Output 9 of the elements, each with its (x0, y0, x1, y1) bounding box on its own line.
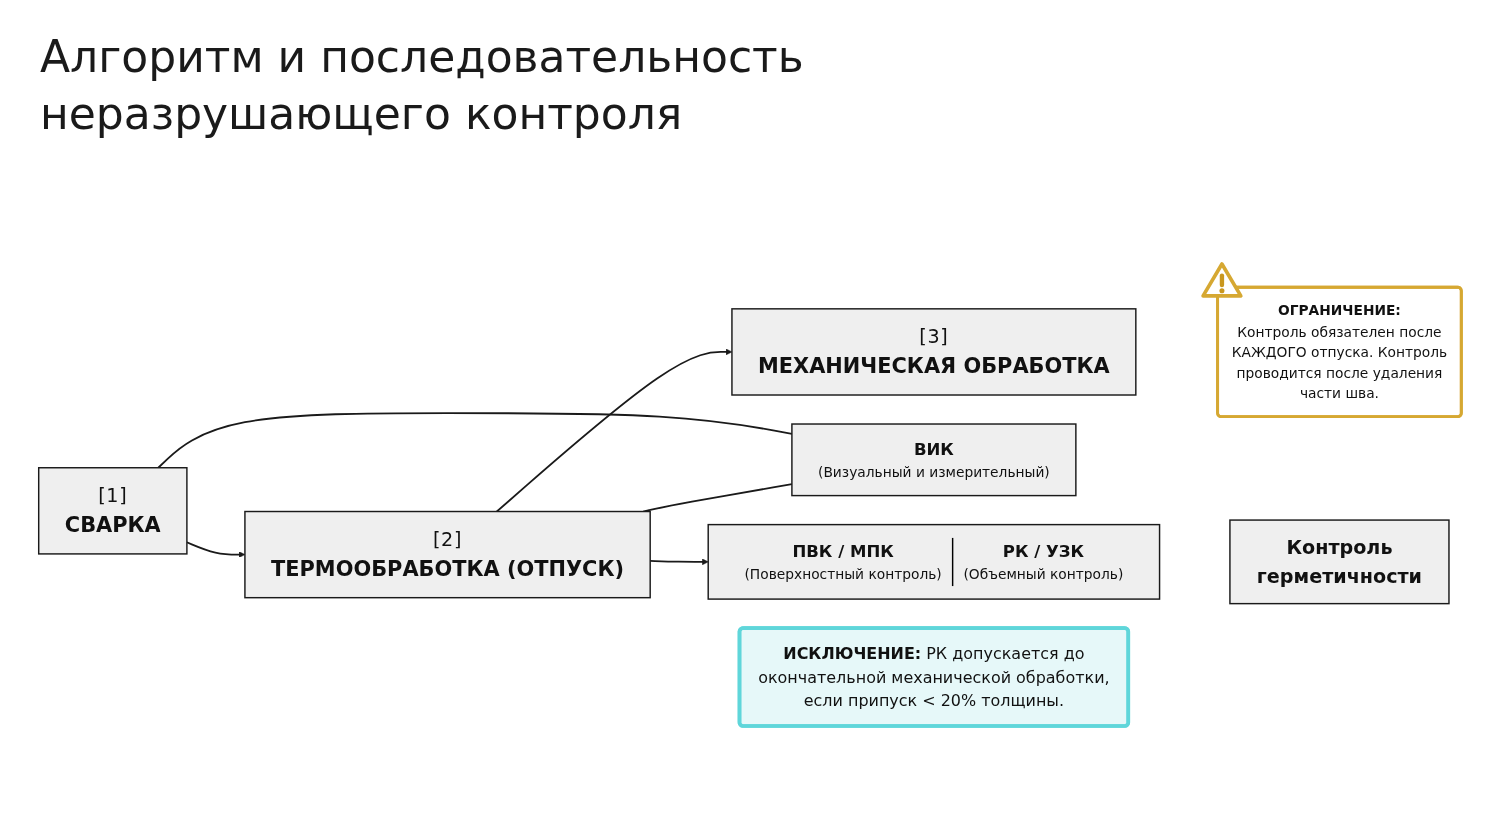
process-box: [1] СВАРКА (37, 467, 188, 555)
process-box: ПВК / МПК (Поверхностный контроль) РК / УЗК (Объемный контроль) (707, 523, 1161, 600)
process-box: ВИК (Визуальный и измерительный) (791, 423, 1077, 497)
process-box: [2] ТЕРМООБРАБОТКА (ОТПУСК) (244, 510, 651, 599)
process-box: Контроль герметичности (1229, 519, 1450, 605)
note-box: ОГРАНИЧЕНИЕ: Контроль обязателен после КАЖДОГО отпуска. Контроль проводится после удаления части шва. (1216, 285, 1463, 419)
note-box: ИСКЛЮЧЕНИЕ: РК допускается до окончательной механической обработки, если припуск < 20% толщины. (737, 626, 1131, 728)
process-box: [3] МЕХАНИЧЕСКАЯ ОБРАБОТКА (731, 308, 1137, 396)
title: Алгоритм и последовательность неразрушающего контроля (40, 30, 805, 142)
